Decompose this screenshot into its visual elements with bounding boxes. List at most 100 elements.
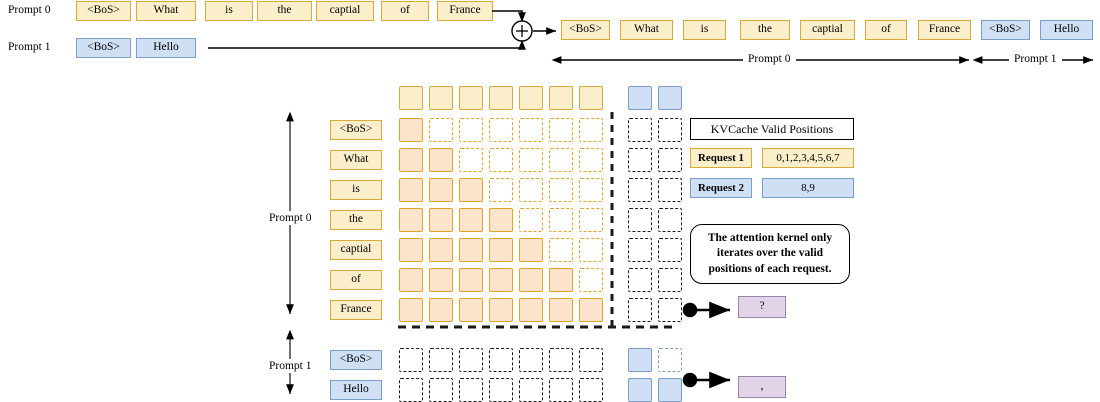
attention-cell (579, 268, 603, 292)
attention-cell (459, 178, 483, 202)
prompt0-row-label: Prompt 0 (8, 4, 51, 16)
attention-cell (658, 118, 682, 142)
prompt0-token: is (205, 1, 253, 21)
attention-cell (549, 378, 573, 402)
attention-cell (519, 118, 543, 142)
attention-cell (489, 238, 513, 262)
attention-cell (658, 268, 682, 292)
matrix-col-header (459, 86, 483, 110)
output-token: ? (738, 296, 786, 318)
merged-token: What (620, 20, 673, 40)
attention-cell (429, 208, 453, 232)
attention-cell (549, 268, 573, 292)
matrix-row-label: What (330, 150, 382, 170)
matrix-col-header (399, 86, 423, 110)
attention-cell (429, 298, 453, 322)
attention-cell (628, 268, 652, 292)
attention-cell (399, 268, 423, 292)
attention-cell (628, 208, 652, 232)
legend-request-name: Request 2 (690, 178, 752, 198)
merged-token: France (918, 20, 971, 40)
attention-cell (628, 378, 652, 402)
attention-cell (489, 348, 513, 372)
attention-cell (429, 178, 453, 202)
attention-cell (519, 208, 543, 232)
prompt1-span-label: Prompt 1 (1009, 53, 1062, 65)
attention-cell (489, 208, 513, 232)
attention-cell (519, 178, 543, 202)
attention-cell (658, 378, 682, 402)
attention-cell (489, 268, 513, 292)
attention-cell (658, 178, 682, 202)
prompt0-token: <BoS> (76, 1, 131, 21)
matrix-row-label: <BoS> (330, 350, 382, 370)
merged-token: <BoS> (981, 20, 1030, 40)
matrix-prompt1-label: Prompt 1 (266, 359, 315, 373)
matrix-row-label: is (330, 180, 382, 200)
attention-cell (489, 298, 513, 322)
attention-cell (429, 348, 453, 372)
attention-cell (579, 348, 603, 372)
attention-cell (549, 148, 573, 172)
attention-cell (658, 148, 682, 172)
legend-title: KVCache Valid Positions (690, 118, 854, 140)
prompt0-token: the (257, 1, 312, 21)
merged-token: of (865, 20, 907, 40)
matrix-col-header (519, 86, 543, 110)
attention-cell (489, 148, 513, 172)
matrix-row-label: the (330, 210, 382, 230)
attention-cell (549, 238, 573, 262)
attention-cell (489, 378, 513, 402)
attention-cell (459, 298, 483, 322)
attention-cell (628, 148, 652, 172)
attention-cell (519, 148, 543, 172)
attention-cell (579, 208, 603, 232)
attention-cell (628, 118, 652, 142)
attention-cell (579, 148, 603, 172)
attention-cell (658, 348, 682, 372)
matrix-col-header (579, 86, 603, 110)
attention-cell (579, 118, 603, 142)
matrix-col-header (489, 86, 513, 110)
attention-cell (399, 148, 423, 172)
attention-cell (429, 238, 453, 262)
attention-cell (519, 348, 543, 372)
attention-cell (549, 178, 573, 202)
attention-cell (429, 268, 453, 292)
attention-cell (579, 178, 603, 202)
prompt0-token: What (136, 1, 196, 21)
attention-cell (459, 238, 483, 262)
attention-cell (399, 348, 423, 372)
matrix-row-label: <BoS> (330, 120, 382, 140)
attention-cell (549, 118, 573, 142)
matrix-col-header (429, 86, 453, 110)
attention-cell (519, 298, 543, 322)
attention-cell (489, 118, 513, 142)
attention-cell (459, 378, 483, 402)
attention-cell (399, 118, 423, 142)
prompt0-token: of (381, 1, 429, 21)
attention-cell (519, 268, 543, 292)
kernel-note: The attention kernel only iterates over … (690, 224, 850, 284)
attention-cell (489, 178, 513, 202)
attention-cell (459, 118, 483, 142)
attention-cell (628, 178, 652, 202)
attention-cell (549, 348, 573, 372)
output-token: , (738, 376, 786, 398)
attention-cell (628, 298, 652, 322)
attention-cell (429, 118, 453, 142)
matrix-col-header (549, 86, 573, 110)
prompt0-token: captial (316, 1, 374, 21)
attention-cell (459, 208, 483, 232)
prompt1-token: Hello (136, 38, 196, 58)
legend-request-positions: 0,1,2,3,4,5,6,7 (762, 148, 854, 168)
attention-cell (429, 378, 453, 402)
merged-token: <BoS> (561, 20, 610, 40)
matrix-row-label: France (330, 300, 382, 320)
attention-cell (628, 238, 652, 262)
attention-cell (549, 208, 573, 232)
attention-cell (399, 178, 423, 202)
attention-cell (628, 348, 652, 372)
merged-token: Hello (1040, 20, 1093, 40)
attention-cell (399, 298, 423, 322)
